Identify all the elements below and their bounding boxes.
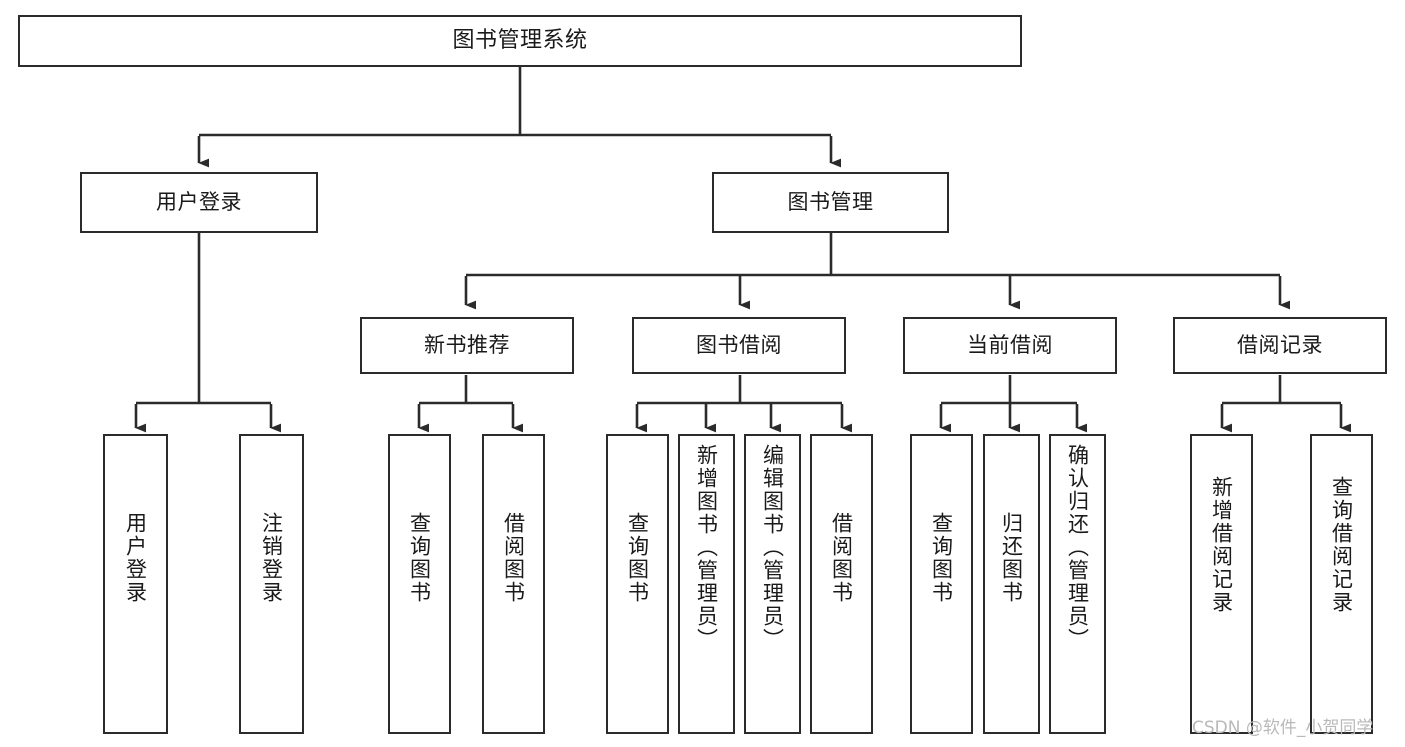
node-leaf-confirm-return[interactable]: 确认归还（管理员） (1049, 434, 1106, 734)
node-label: 新增借阅记录 (1209, 476, 1234, 614)
node-label: 查询图书 (929, 512, 954, 604)
node-label: 当前借阅 (967, 332, 1053, 357)
node-label: 注销登录 (259, 512, 284, 604)
node-leaf-query-book-2[interactable]: 查询图书 (606, 434, 669, 734)
node-root-system[interactable]: 图书管理系统 (18, 15, 1022, 67)
csdn-watermark: CSDN @软件_小贺同学 (1192, 718, 1374, 738)
node-label: 查询图书 (407, 512, 432, 604)
node-label: 用户登录 (156, 189, 242, 214)
node-leaf-add-book[interactable]: 新增图书（管理员） (678, 434, 735, 734)
node-leaf-add-borrow-record[interactable]: 新增借阅记录 (1190, 434, 1253, 734)
node-label: 编辑图书（管理员） (760, 444, 785, 651)
node-user-login[interactable]: 用户登录 (80, 172, 318, 233)
node-label: 图书管理系统 (452, 27, 588, 53)
node-leaf-user-login[interactable]: 用户登录 (103, 434, 168, 734)
node-label: 查询借阅记录 (1329, 476, 1354, 614)
node-leaf-borrow-book-1[interactable]: 借阅图书 (482, 434, 545, 734)
node-label: 新书推荐 (424, 332, 510, 357)
node-current-borrow[interactable]: 当前借阅 (903, 317, 1117, 374)
node-label: 借阅记录 (1237, 332, 1323, 357)
node-label: 图书借阅 (696, 332, 782, 357)
node-label: 归还图书 (999, 512, 1024, 604)
node-leaf-return-book[interactable]: 归还图书 (983, 434, 1040, 734)
node-borrow-record[interactable]: 借阅记录 (1173, 317, 1387, 374)
node-leaf-borrow-book-2[interactable]: 借阅图书 (810, 434, 873, 734)
node-label: 图书管理 (787, 189, 874, 214)
node-leaf-query-book-1[interactable]: 查询图书 (388, 434, 451, 734)
node-book-management[interactable]: 图书管理 (712, 172, 949, 233)
node-label: 新增图书（管理员） (694, 444, 719, 651)
node-label: 确认归还（管理员） (1065, 444, 1090, 651)
node-leaf-query-borrow-record[interactable]: 查询借阅记录 (1310, 434, 1373, 734)
node-new-book-recommend[interactable]: 新书推荐 (360, 317, 574, 374)
node-leaf-query-book-3[interactable]: 查询图书 (910, 434, 973, 734)
node-book-borrow[interactable]: 图书借阅 (632, 317, 846, 374)
node-label: 借阅图书 (501, 512, 526, 604)
node-leaf-edit-book[interactable]: 编辑图书（管理员） (744, 434, 801, 734)
node-leaf-logout-login[interactable]: 注销登录 (239, 434, 304, 734)
node-label: 借阅图书 (829, 512, 854, 604)
node-label: 查询图书 (625, 512, 650, 604)
node-label: 用户登录 (123, 512, 148, 604)
